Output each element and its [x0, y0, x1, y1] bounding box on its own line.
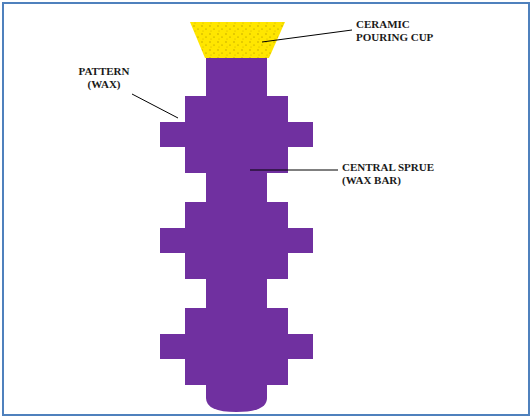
part-name: PATTERN (WAX) — [68, 65, 140, 91]
pouring-cup — [190, 22, 285, 58]
frame — [3, 3, 529, 415]
leader-lines — [132, 30, 352, 170]
part-name: CERAMIC POURING CUP — [356, 18, 438, 44]
part-name: CENTRAL SPRUE (WAX BAR) — [342, 161, 442, 187]
central-sprue — [206, 57, 267, 412]
wax-patterns — [160, 96, 313, 385]
